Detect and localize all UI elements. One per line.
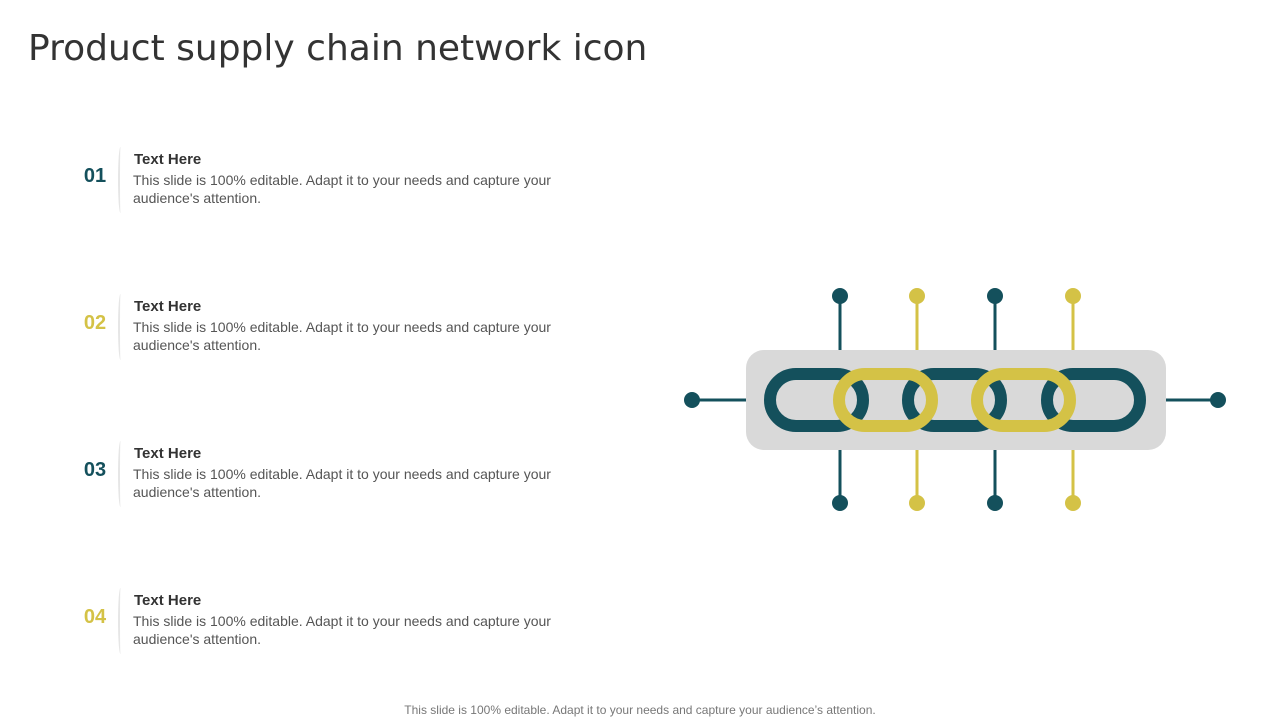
top-connector-node-1 [832, 288, 848, 304]
item-divider [118, 441, 123, 507]
item-body: This slide is 100% editable. Adapt it to… [133, 319, 551, 353]
item-heading: Text Here [134, 592, 202, 609]
bottom-connector-node-2 [909, 495, 925, 511]
item-number: 04 [83, 606, 107, 628]
top-connector-node-3 [987, 288, 1003, 304]
item-heading: Text Here [134, 445, 202, 462]
bottom-connector-node-3 [987, 495, 1003, 511]
item-heading: Text Here [134, 298, 202, 315]
item-body: This slide is 100% editable. Adapt it to… [133, 172, 551, 206]
slide-title: Product supply chain network icon [28, 28, 648, 69]
item-number: 01 [83, 165, 107, 187]
top-connector-node-2 [909, 288, 925, 304]
item-number: 02 [83, 312, 107, 334]
left-connector-node [684, 392, 700, 408]
list-item-3: 03 Text Here This slide is 100% editable… [0, 441, 620, 511]
item-body: This slide is 100% editable. Adapt it to… [133, 613, 551, 647]
item-heading: Text Here [134, 151, 202, 168]
chain-link-teal-3 [1041, 368, 1146, 432]
bottom-connector-node-1 [832, 495, 848, 511]
chain-link-teal-2 [902, 368, 1007, 432]
slide-footer: This slide is 100% editable. Adapt it to… [404, 703, 876, 717]
chain-panel [746, 350, 1166, 450]
chain-network-icon [680, 283, 1230, 515]
chain-link-gold-1 [833, 368, 938, 432]
chain-link-teal-1 [764, 368, 869, 432]
chain-network-graphic [684, 288, 1226, 511]
item-number: 03 [83, 459, 107, 481]
bottom-connector-node-4 [1065, 495, 1081, 511]
right-connector-node [1210, 392, 1226, 408]
chain-link-gold-2 [971, 368, 1076, 432]
item-divider [118, 294, 123, 360]
list-item-2: 02 Text Here This slide is 100% editable… [0, 294, 620, 364]
list-item-1: 01 Text Here This slide is 100% editable… [0, 147, 620, 217]
list-item-4: 04 Text Here This slide is 100% editable… [0, 588, 620, 658]
item-divider [118, 588, 123, 654]
top-connector-node-4 [1065, 288, 1081, 304]
item-divider [118, 147, 123, 213]
item-body: This slide is 100% editable. Adapt it to… [133, 466, 551, 500]
